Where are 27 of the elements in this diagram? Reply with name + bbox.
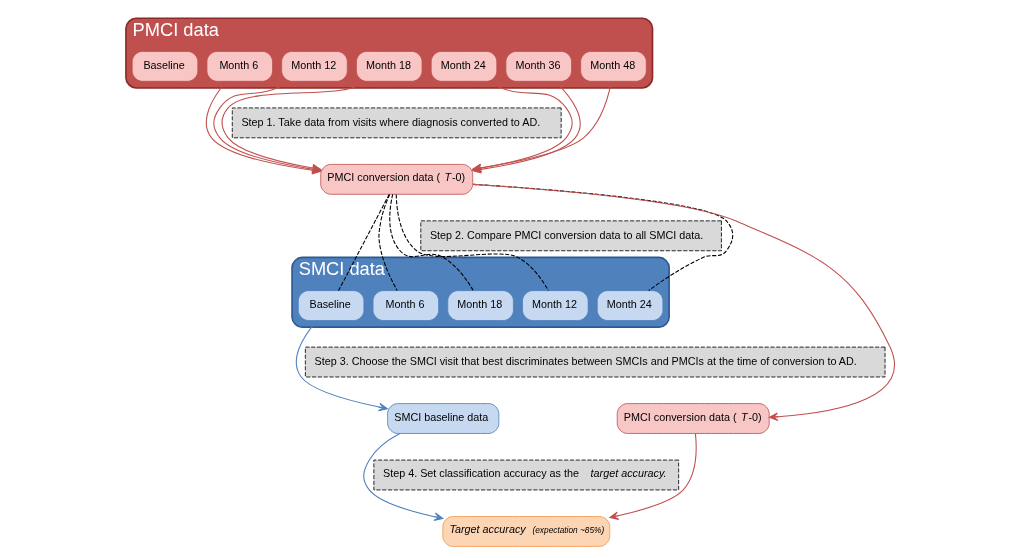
node-box: Step 2. Compare PMCI conversion data to all SMCI data. xyxy=(420,220,722,252)
node-box: Target accuracy (expectation ~85%) xyxy=(442,516,611,547)
node-box: Month 18 xyxy=(447,290,514,321)
node-box: Month 6 xyxy=(206,51,273,82)
node-box: Month 12 xyxy=(522,290,589,321)
arrow xyxy=(609,433,697,520)
node-box: SMCI baseline data xyxy=(387,403,500,434)
node-box: Baseline xyxy=(297,290,365,321)
connector xyxy=(378,193,398,291)
connector xyxy=(338,193,390,292)
node-box: PMCI conversion data (T-0) xyxy=(320,163,474,195)
node-box: Month 12 xyxy=(281,51,348,82)
node-box: PMCI conversion data (T-0) xyxy=(616,403,770,434)
node-box: Step 3. Choose the SMCI visit that best discriminates between SMCIs and PMCIs at the time of conversion to AD. xyxy=(304,346,886,378)
node-box: Month 36 xyxy=(505,51,572,82)
node-box: Month 24 xyxy=(596,290,664,321)
node-box: Month 48 xyxy=(580,51,647,82)
node-box: Month 6 xyxy=(372,290,440,321)
arrow xyxy=(295,320,388,412)
node-box: Month 24 xyxy=(430,51,498,82)
node-box: Step 1. Take data from visits where diagnosis converted to AD. xyxy=(231,107,562,139)
node-box: Step 4. Set classification accuracy as the target accuracy. xyxy=(373,459,680,491)
node-box: Month 18 xyxy=(356,51,423,82)
arrow xyxy=(363,433,444,521)
connector xyxy=(389,193,474,292)
node-box: Baseline xyxy=(131,51,199,82)
connector xyxy=(395,193,549,291)
